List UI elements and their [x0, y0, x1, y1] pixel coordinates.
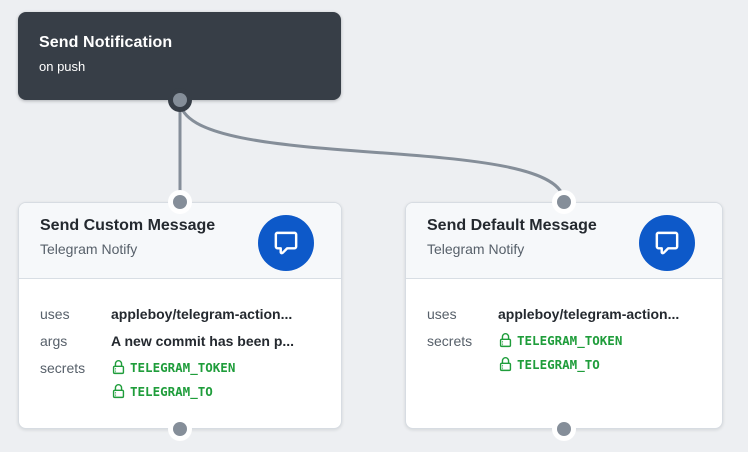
secret-entry: TELEGRAM_TO: [111, 383, 235, 400]
secrets-list: TELEGRAM_TOKEN TELEGRAM_TO: [111, 359, 235, 400]
detail-row-args: args A new commit has been p...: [40, 332, 329, 350]
detail-label: uses: [427, 306, 457, 322]
detail-row-secrets: secrets TELEGRAM_TOKEN: [427, 332, 710, 373]
secret-name: TELEGRAM_TO: [130, 384, 213, 399]
job-card-send-custom-message[interactable]: Send Custom Message Telegram Notify uses…: [18, 202, 342, 429]
lock-icon: [112, 384, 125, 399]
lock-icon: [499, 357, 512, 372]
detail-row-uses: uses appleboy/telegram-action...: [40, 305, 329, 323]
comment-icon: [274, 231, 298, 255]
trigger-card[interactable]: Send Notification on push: [18, 12, 341, 100]
job-card-send-default-message[interactable]: Send Default Message Telegram Notify use…: [405, 202, 723, 429]
detail-label: secrets: [427, 333, 473, 349]
secret-name: TELEGRAM_TOKEN: [130, 360, 236, 375]
edge-trigger-to-default: [178, 99, 566, 203]
detail-value: appleboy/telegram-action...: [111, 306, 293, 322]
job-details: uses appleboy/telegram-action... secrets…: [406, 279, 722, 373]
detail-label: uses: [40, 306, 70, 322]
job-header: Send Custom Message Telegram Notify: [19, 203, 341, 279]
comment-icon: [655, 231, 679, 255]
detail-row-uses: uses appleboy/telegram-action...: [427, 305, 710, 323]
action-avatar: [639, 215, 695, 271]
secret-entry: TELEGRAM_TOKEN: [111, 359, 235, 376]
action-avatar: [258, 215, 314, 271]
trigger-title: Send Notification: [39, 34, 173, 51]
detail-value: A new commit has been p...: [111, 333, 295, 349]
secret-entry: TELEGRAM_TOKEN: [498, 332, 622, 349]
detail-label: args: [40, 333, 68, 349]
secret-name: TELEGRAM_TOKEN: [517, 333, 623, 348]
detail-row-secrets: secrets TELEGRAM_TOKEN: [40, 359, 329, 400]
secret-entry: TELEGRAM_TO: [498, 356, 622, 373]
trigger-event: on push: [39, 59, 86, 74]
job-header: Send Default Message Telegram Notify: [406, 203, 722, 279]
detail-value: appleboy/telegram-action...: [498, 306, 680, 322]
secret-name: TELEGRAM_TO: [517, 357, 600, 372]
job-subtitle: Telegram Notify: [427, 241, 525, 257]
job-details: uses appleboy/telegram-action... args A …: [19, 279, 341, 400]
job-title: Send Custom Message: [40, 217, 216, 234]
secrets-list: TELEGRAM_TOKEN TELEGRAM_TO: [498, 332, 622, 373]
lock-icon: [112, 360, 125, 375]
job-subtitle: Telegram Notify: [40, 241, 138, 257]
detail-label: secrets: [40, 360, 86, 376]
job-title: Send Default Message: [427, 217, 597, 234]
lock-icon: [499, 333, 512, 348]
